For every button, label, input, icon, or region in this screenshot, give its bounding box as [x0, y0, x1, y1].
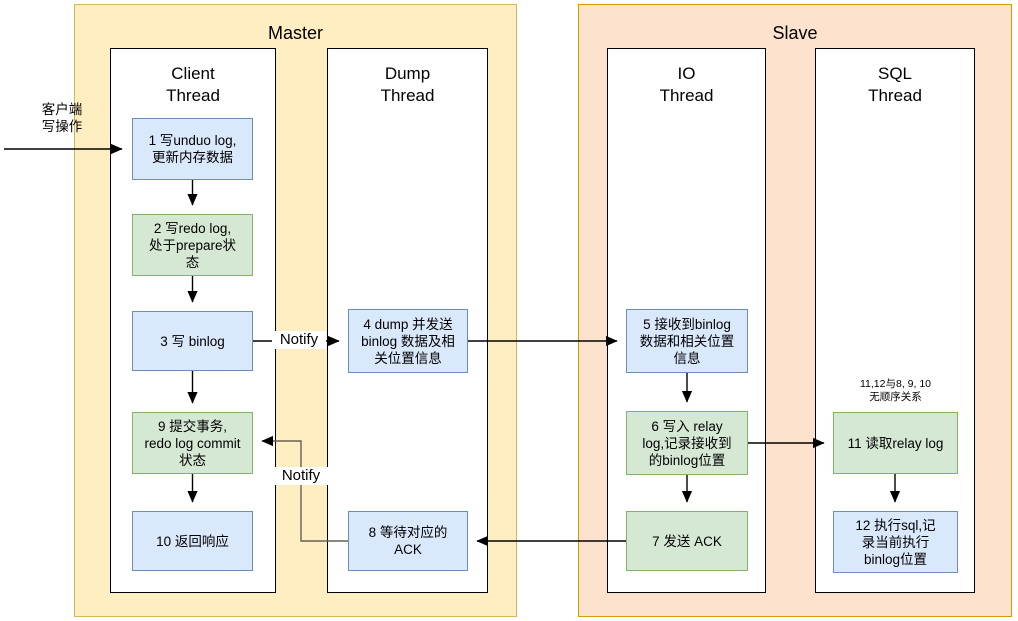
notify-top-label: Notify	[272, 331, 326, 349]
lane-dump-thread-title: Dump Thread	[380, 64, 435, 105]
step-box-6[interactable]: 6 写入 relay log,记录接收到 的binlog位置	[626, 411, 748, 475]
step-box-8[interactable]: 8 等待对应的 ACK	[348, 511, 468, 571]
step-box-10[interactable]: 10 返回响应	[132, 511, 253, 571]
step-box-11[interactable]: 11 读取relay log	[833, 412, 958, 474]
step-box-4[interactable]: 4 dump 并发送 binlog 数据及相 关位置信息	[348, 309, 468, 373]
zone-master-title: Master	[267, 23, 323, 43]
step-box-2[interactable]: 2 写redo log, 处于prepare状 态	[132, 214, 253, 276]
lane-io-thread-title: IO Thread	[659, 64, 714, 105]
lane-sql-thread-title: SQL Thread	[868, 64, 922, 105]
step-box-1[interactable]: 1 写unduo log, 更新内存数据	[132, 118, 253, 180]
step-box-3[interactable]: 3 写 binlog	[132, 311, 253, 371]
step-box-5[interactable]: 5 接收到binlog 数据和相关位置 信息	[626, 309, 748, 373]
notify-bottom-label: Notify	[274, 467, 328, 485]
step-box-9[interactable]: 9 提交事务, redo log commit 状态	[132, 412, 253, 474]
step-box-7[interactable]: 7 发送 ACK	[626, 511, 748, 571]
client-write-label: 客户端 写操作	[41, 102, 83, 134]
step-box-12[interactable]: 12 执行sql,记 录当前执行 binlog位置	[833, 511, 958, 573]
zone-slave-title: Slave	[772, 23, 818, 43]
order-note-label: 11,12与8, 9, 10 无顺序关系	[859, 378, 932, 403]
lane-client-thread-title: Client Thread	[166, 64, 220, 105]
